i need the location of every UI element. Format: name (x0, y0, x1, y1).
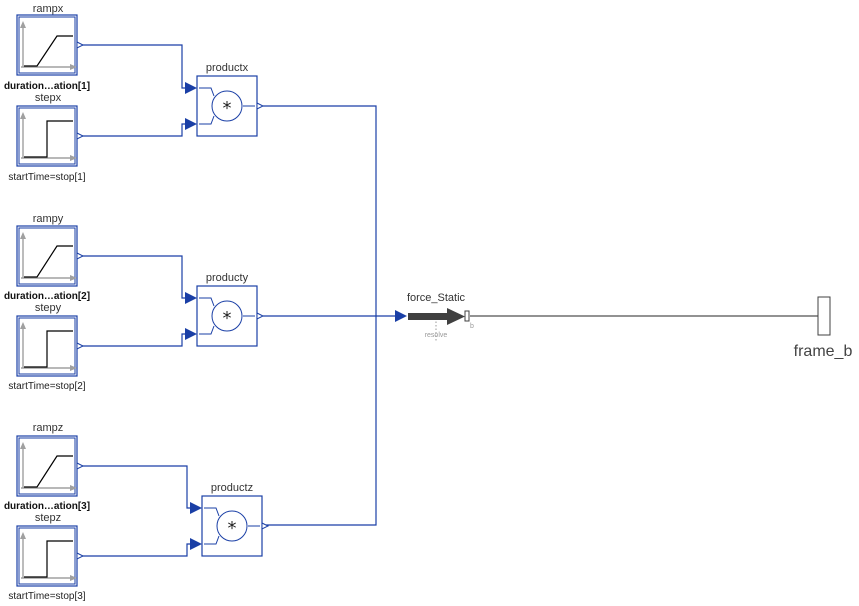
productx-output-port[interactable] (256, 102, 265, 110)
force-static-input-port[interactable] (395, 310, 407, 322)
rampz-output-port[interactable] (76, 462, 85, 470)
force-frame-b-port[interactable] (464, 310, 470, 322)
stepz-param-label: startTime=stop[3] (8, 591, 85, 602)
connection-productz-force[interactable] (266, 316, 377, 526)
productz-input-port-2[interactable] (190, 538, 202, 550)
stepx-param-label: startTime=stop[1] (8, 172, 85, 183)
step-plot-icon (20, 532, 77, 581)
multiply-symbol: * (228, 518, 237, 539)
step-plot-icon (20, 322, 77, 371)
producty-input-port-2[interactable] (185, 328, 197, 340)
rampx-output-port[interactable] (76, 41, 85, 49)
frame-b-connector-icon[interactable] (817, 296, 831, 336)
block-force-static[interactable]: force_Static b resolve (395, 292, 474, 339)
block-stepy[interactable]: stepy startTime=stop[2] (8, 302, 85, 392)
producty-name-label: producty (206, 272, 249, 284)
producty-input-port-1[interactable] (185, 292, 197, 304)
multiply-circle-icon (211, 300, 243, 332)
productz-input-port-1[interactable] (190, 502, 202, 514)
ramp-plot-icon (20, 21, 77, 70)
connection-rampz-productz[interactable] (82, 465, 193, 509)
block-productx[interactable]: productx * (185, 62, 265, 137)
block-producty[interactable]: producty * (185, 272, 265, 347)
force-resolve-label: resolve (425, 332, 448, 339)
rampy-output-port[interactable] (76, 252, 85, 260)
productx-name-label: productx (206, 62, 249, 74)
block-productz[interactable]: productz * (190, 482, 270, 557)
ramp-plot-icon (20, 232, 77, 281)
block-rampy[interactable]: rampy duration…ation[2] (4, 213, 90, 302)
stepx-name-label: stepx (35, 92, 62, 104)
stepz-name-label: stepz (35, 512, 61, 524)
block-rampz[interactable]: rampz duration…ation[3] (4, 422, 90, 512)
producty-output-port[interactable] (256, 312, 265, 320)
stepy-output-port[interactable] (76, 342, 85, 350)
connection-stepx-productx[interactable] (82, 123, 188, 137)
stepz-output-port[interactable] (76, 552, 85, 560)
force-static-name-label: force_Static (407, 292, 466, 304)
ramp-plot-icon (20, 442, 77, 491)
rampz-param-label: duration…ation[3] (4, 501, 90, 512)
rampz-name-label: rampz (33, 422, 64, 434)
rampx-param-label: duration…ation[1] (4, 81, 90, 92)
productx-input-port-1[interactable] (185, 82, 197, 94)
productz-name-label: productz (211, 482, 253, 494)
connections (82, 44, 818, 557)
connection-stepz-productz[interactable] (82, 543, 193, 557)
frame-b-name-label: frame_b (794, 343, 853, 360)
rampx-name-label: rampx (33, 3, 64, 15)
block-stepz[interactable]: stepz startTime=stop[3] (8, 512, 85, 602)
stepy-param-label: startTime=stop[2] (8, 381, 85, 392)
force-port-b-label: b (470, 323, 474, 330)
multiply-circle-icon (216, 510, 248, 542)
multiply-symbol: * (223, 308, 232, 329)
productx-input-port-2[interactable] (185, 118, 197, 130)
connection-rampy-producty[interactable] (82, 255, 188, 299)
block-rampx[interactable]: rampx duration…ation[1] (4, 3, 90, 92)
force-arrow-icon (408, 308, 465, 325)
connection-productx-force[interactable] (263, 105, 377, 316)
stepx-output-port[interactable] (76, 132, 85, 140)
connection-stepy-producty[interactable] (82, 333, 188, 347)
stepy-name-label: stepy (35, 302, 62, 314)
connection-rampx-productx[interactable] (82, 44, 188, 89)
multiply-circle-icon (211, 90, 243, 122)
block-frame-b[interactable]: frame_b (794, 296, 853, 360)
step-plot-icon (20, 112, 77, 161)
productz-output-port[interactable] (261, 522, 270, 530)
rampy-name-label: rampy (33, 213, 64, 225)
block-stepx[interactable]: stepx startTime=stop[1] (8, 92, 85, 183)
multiply-symbol: * (223, 98, 232, 119)
rampy-param-label: duration…ation[2] (4, 291, 90, 302)
